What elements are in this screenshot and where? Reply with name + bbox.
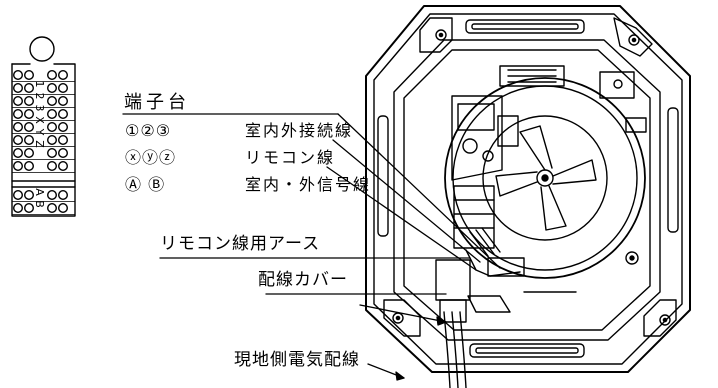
terminal-screw [24, 147, 35, 158]
terminal-screw [12, 202, 24, 213]
terminal-screw [47, 82, 58, 93]
terminal-screw [12, 189, 24, 200]
legend-row: Ⓐ Ⓑ 室内・外信号線 [125, 175, 371, 195]
terminal-screw [58, 147, 69, 158]
terminal-screw [47, 134, 58, 145]
terminal-strip-label: B [33, 200, 46, 208]
terminal-screw [24, 202, 35, 213]
terminal-screw [47, 121, 58, 132]
terminal-screw [24, 108, 35, 119]
terminal-screw [58, 82, 69, 93]
terminal-strip-label: 1 [33, 81, 46, 88]
terminal-block-title: 端子台 [124, 92, 190, 113]
terminal-screw [58, 160, 69, 171]
terminal-screw [47, 108, 58, 119]
terminal-screw [47, 189, 58, 200]
terminal-strip-label: 2 [33, 93, 46, 100]
terminal-screw [47, 95, 58, 106]
terminal-screw [47, 147, 58, 158]
terminal-screw [24, 82, 35, 93]
terminal-strip-label: Z [33, 140, 46, 148]
indoor-unit-drawing [365, 5, 691, 388]
terminal-strip-label: Y [33, 128, 46, 136]
legend-symbols: ⓧⓨⓩ [125, 148, 177, 167]
field-wiring-label: 現地側電気配線 [234, 350, 360, 370]
legend-description: 室内外接続線 [245, 121, 354, 140]
wiring-cover-label: 配線カバー [258, 270, 348, 290]
terminal-screw [12, 108, 24, 119]
legend-symbols: ①②③ [125, 121, 172, 140]
terminal-screw [24, 189, 35, 200]
legend-symbols: Ⓐ Ⓑ [125, 175, 166, 194]
terminal-screw [12, 147, 24, 158]
terminal-screw [12, 134, 24, 145]
terminal-screw [24, 121, 35, 132]
terminal-screw [47, 69, 58, 80]
terminal-screw [12, 121, 24, 132]
legend-description: 室内・外信号線 [245, 175, 372, 194]
terminal-screw [24, 134, 35, 145]
terminal-screw [58, 95, 69, 106]
terminal-screw [58, 189, 69, 200]
terminal-screw [58, 108, 69, 119]
terminal-screw [58, 121, 69, 132]
terminal-screw [47, 202, 58, 213]
legend-description: リモコン線 [245, 148, 336, 167]
terminal-screw [12, 69, 24, 80]
terminal-screw [12, 95, 24, 106]
terminal-screw [24, 69, 35, 80]
legend-row: ⓧⓨⓩ リモコン線 [125, 148, 335, 168]
terminal-screw [47, 160, 58, 171]
terminal-screw [24, 95, 35, 106]
terminal-strip-label: X [33, 116, 46, 124]
terminal-strip-label: 3 [33, 105, 46, 112]
leader-lines [122, 113, 501, 381]
terminal-screw [12, 82, 24, 93]
terminal-screw [58, 69, 69, 80]
remote-ground-label: リモコン線用アース [160, 234, 321, 254]
terminal-strip-label: A [33, 188, 46, 196]
terminal-screw [58, 134, 69, 145]
terminal-screw [58, 202, 69, 213]
terminal-screw [12, 160, 24, 171]
legend-row: ①②③ 室内外接続線 [125, 121, 353, 141]
terminal-screw [24, 160, 35, 171]
